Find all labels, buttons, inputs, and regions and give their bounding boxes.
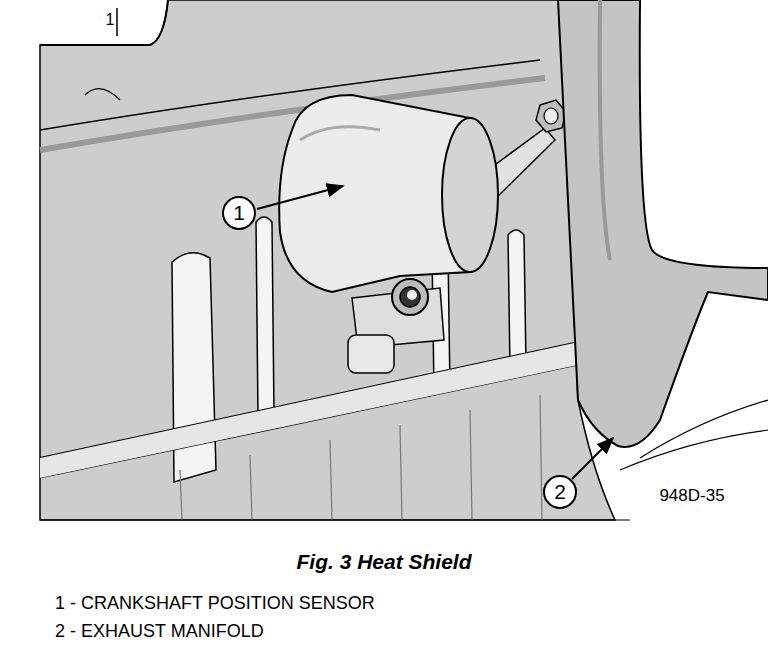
legend-key: 1 - CRANKSHAFT POSITION SENSOR xyxy=(55,594,375,614)
callout-circle xyxy=(223,197,255,229)
pan-slot xyxy=(256,217,274,418)
pan-ribs xyxy=(180,395,542,520)
cropped-leader xyxy=(116,8,118,36)
pan-slot xyxy=(508,230,526,368)
callout-number: 1 xyxy=(233,201,245,224)
shield-highlight xyxy=(300,127,380,140)
figure-code: 948D-35 xyxy=(659,487,724,506)
exhaust-manifold xyxy=(558,0,768,447)
engine-block xyxy=(40,0,615,520)
shield-bolt-hole xyxy=(400,287,420,307)
manifold-flange xyxy=(640,400,768,458)
leader-line xyxy=(257,186,343,209)
manifold-shade xyxy=(600,0,610,260)
frame-line xyxy=(40,520,630,521)
shield-cap xyxy=(442,118,498,272)
bolt-head xyxy=(536,100,566,132)
bolt-stud xyxy=(544,108,558,124)
shield-bolt xyxy=(392,279,428,315)
callout-number: 1 xyxy=(106,11,115,29)
manifold-flange xyxy=(620,430,768,470)
figure-caption: Fig. 3 Heat Shield xyxy=(296,550,471,573)
callout-circle xyxy=(544,476,576,508)
pan-rail-face xyxy=(40,340,592,478)
block-detail xyxy=(85,89,120,100)
sensor-body xyxy=(348,335,394,373)
shield-bolt-stud xyxy=(407,290,417,300)
legend-key: 2 - EXHAUST MANIFOLD xyxy=(55,622,264,642)
callout-number: 2 xyxy=(554,480,566,503)
leader-line xyxy=(572,438,613,479)
block-edge xyxy=(40,0,168,45)
